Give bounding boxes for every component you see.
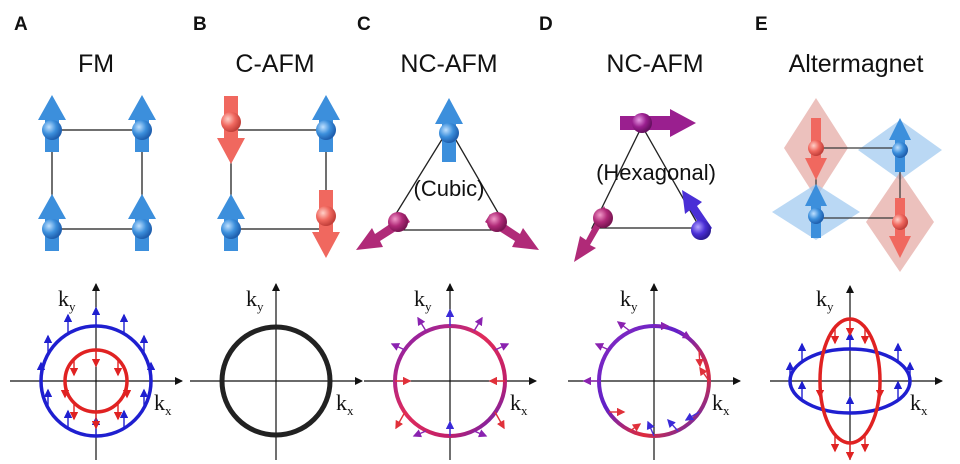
spin-texture-arrows xyxy=(582,321,710,437)
triangular-lattice-hexagonal xyxy=(574,109,712,262)
spin-texture-arrows xyxy=(390,308,510,438)
panel-title-d: NC-AFM xyxy=(606,50,703,78)
panel-letter-c: C xyxy=(357,14,371,35)
kx-axis-label: kx xyxy=(510,390,528,418)
spin-texture-arrows-down xyxy=(815,319,885,461)
kx-axis-label: kx xyxy=(336,390,354,418)
spin-up-arrow-icon xyxy=(889,118,911,172)
panel-title-a: FM xyxy=(78,50,114,78)
spin-up-arrow-icon xyxy=(38,95,66,152)
spin-up-arrow-icon xyxy=(38,194,66,251)
degenerate-band xyxy=(219,324,333,438)
kx-axis-label: kx xyxy=(154,390,172,418)
ky-axis-label: ky xyxy=(816,286,834,314)
ky-axis-label: ky xyxy=(246,286,264,314)
spin-down-arrow-icon xyxy=(217,96,245,164)
spin-up-arrow-icon xyxy=(217,194,245,251)
spin-down-left-arrow-icon xyxy=(574,206,613,262)
fermi-surface-e: ky kx xyxy=(770,285,943,461)
fermi-surface-c: ky kx xyxy=(364,283,537,460)
panel-letter-b: B xyxy=(193,14,207,35)
spin-texture-arrows-up xyxy=(785,331,915,413)
fermi-surface-d: ky kx xyxy=(568,283,741,460)
panel-letter-a: A xyxy=(14,14,28,35)
altermagnet-lattice xyxy=(772,98,942,272)
spin-up-arrow-icon xyxy=(312,95,340,152)
panel-letter-e: E xyxy=(755,14,768,35)
ky-axis-label: ky xyxy=(58,286,76,314)
spin-up-arrow-icon xyxy=(128,95,156,152)
spin-down-left-arrow-icon xyxy=(356,212,410,250)
ky-axis-label: ky xyxy=(620,286,638,314)
fermi-surface-b: ky kx xyxy=(190,283,363,460)
fm-lattice xyxy=(38,95,156,251)
spin-up-arrow-icon xyxy=(128,194,156,251)
spin-up-left-arrow-icon xyxy=(682,190,712,240)
spin-right-arrow-icon xyxy=(620,109,696,137)
ky-axis-label: ky xyxy=(414,286,432,314)
panel-title-b: C-AFM xyxy=(235,50,314,78)
spin-texture-arrows-down xyxy=(60,350,132,430)
kx-axis-label: kx xyxy=(712,390,730,418)
panel-c: C NC-AFM (Cubic) xyxy=(356,14,539,460)
panel-title-c: NC-AFM xyxy=(400,50,497,78)
triangular-lattice-cubic xyxy=(356,98,539,250)
panel-e: E Altermagnet xyxy=(755,14,943,461)
fermi-surface-a: ky kx xyxy=(10,283,183,460)
panel-d: D NC-AFM (Hexagonal) xyxy=(539,14,741,460)
lattice-sublabel-hexagonal: (Hexagonal) xyxy=(596,160,716,185)
lattice-sublabel-cubic: (Cubic) xyxy=(414,176,485,201)
spin-up-arrow-icon xyxy=(435,98,463,162)
panel-title-e: Altermagnet xyxy=(789,50,924,78)
spin-down-right-arrow-icon xyxy=(485,212,539,250)
panel-letter-d: D xyxy=(539,14,553,35)
spin-down-arrow-icon xyxy=(805,118,827,180)
spin-down-arrow-icon xyxy=(889,198,911,258)
kx-axis-label: kx xyxy=(910,390,928,418)
panel-b: B C-AFM ky kx xyxy=(190,14,363,460)
panel-a: A FM xyxy=(10,14,183,460)
c-afm-lattice xyxy=(217,95,340,258)
spin-down-arrow-icon xyxy=(312,190,340,258)
spin-up-arrow-icon xyxy=(805,184,827,238)
